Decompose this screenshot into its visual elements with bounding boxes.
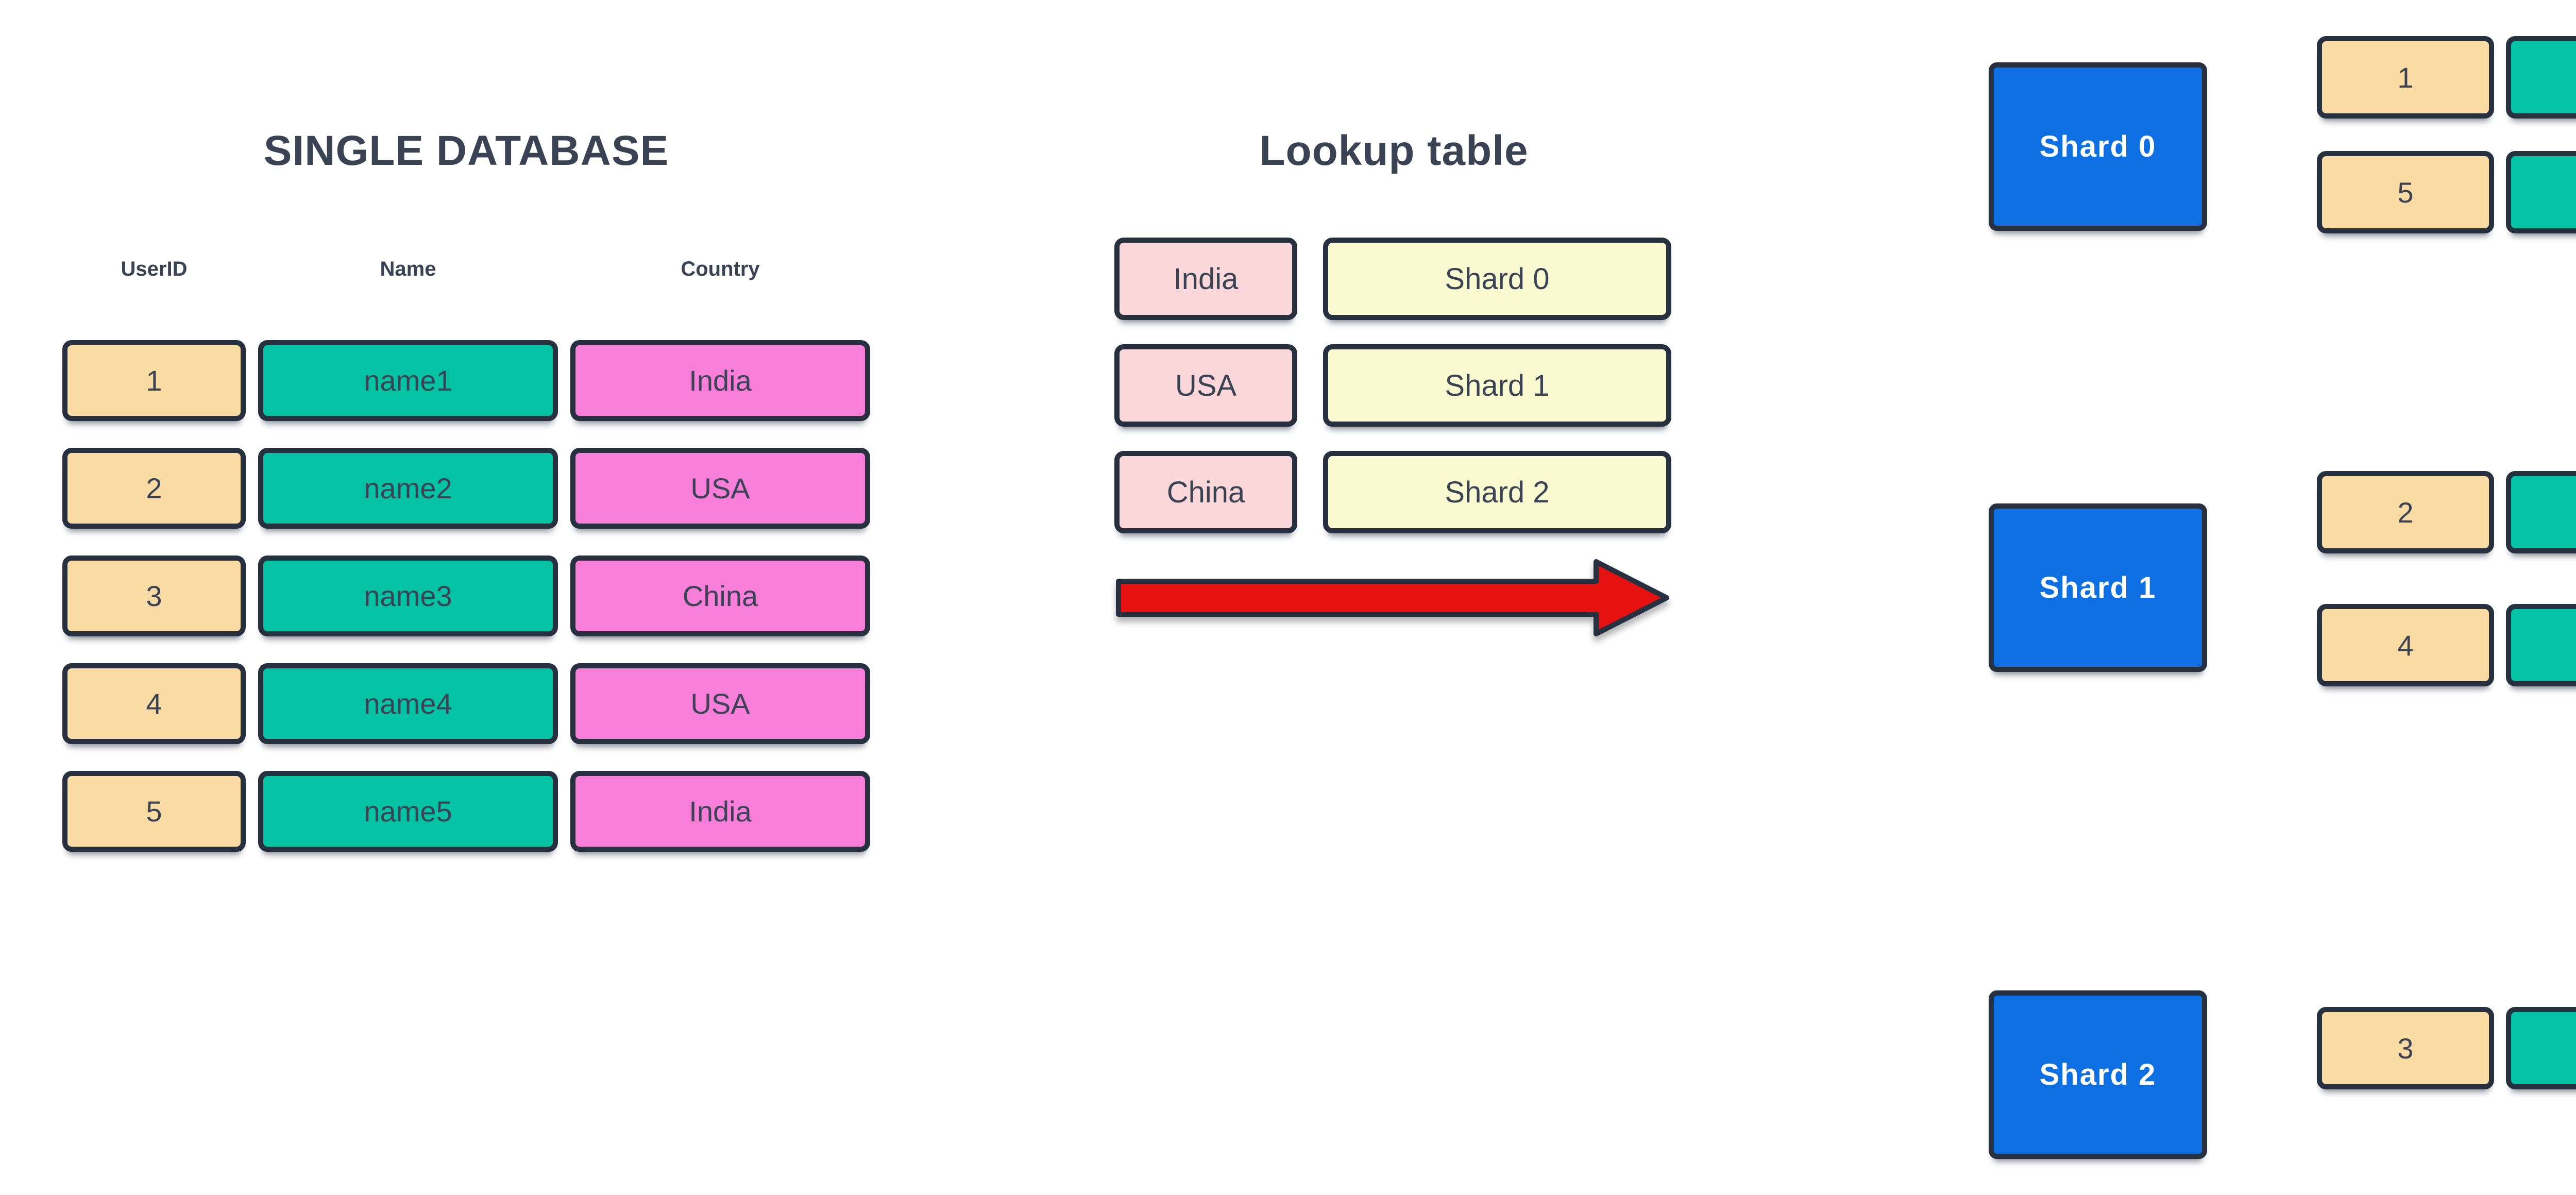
userid-cell: 1 xyxy=(62,340,246,421)
shard-0-box: Shard 0 xyxy=(1989,62,2207,231)
name-cell: name1 xyxy=(258,340,558,421)
country-cell: India xyxy=(570,340,870,421)
shard-1-box: Shard 1 xyxy=(1989,503,2207,672)
name-cell: name4 xyxy=(2506,604,2576,686)
shard-1-label: Shard 1 xyxy=(2039,571,2157,604)
country-cell: India xyxy=(570,771,870,852)
country-cell: China xyxy=(570,556,870,636)
userid-cell: 5 xyxy=(62,771,246,852)
red-arrow-right-icon xyxy=(1114,557,1673,639)
name-cell: name1 xyxy=(2506,36,2576,119)
column-header-country: Country xyxy=(681,258,760,280)
name-cell: name3 xyxy=(258,556,558,636)
single-database-header-row: UserID Name Country xyxy=(62,258,870,281)
lookup-table-title: Lookup table xyxy=(1259,127,1529,174)
lookup-country-cell: China xyxy=(1114,451,1297,533)
lookup-country-cell: India xyxy=(1114,238,1297,320)
lookup-shard-cell: Shard 0 xyxy=(1323,238,1671,320)
userid-cell: 3 xyxy=(2317,1007,2494,1089)
name-cell: name2 xyxy=(258,448,558,529)
userid-cell: 1 xyxy=(2317,36,2494,119)
lookup-country-cell: USA xyxy=(1114,344,1297,427)
lookup-shard-cell: Shard 1 xyxy=(1323,344,1671,427)
name-cell: name5 xyxy=(2506,151,2576,233)
shard-2-box: Shard 2 xyxy=(1989,990,2207,1159)
single-database-title: SINGLE DATABASE xyxy=(263,127,669,174)
userid-cell: 5 xyxy=(2317,151,2494,233)
userid-cell: 4 xyxy=(2317,604,2494,686)
country-cell: USA xyxy=(570,448,870,529)
name-cell: name3 xyxy=(2506,1007,2576,1089)
name-cell: name5 xyxy=(258,771,558,852)
country-cell: USA xyxy=(570,663,870,744)
userid-cell: 3 xyxy=(62,556,246,636)
userid-cell: 4 xyxy=(62,663,246,744)
name-cell: name2 xyxy=(2506,471,2576,553)
userid-cell: 2 xyxy=(62,448,246,529)
userid-cell: 2 xyxy=(2317,471,2494,553)
shard-2-label: Shard 2 xyxy=(2039,1058,2157,1091)
lookup-shard-cell: Shard 2 xyxy=(1323,451,1671,533)
lookup-table: India Shard 0 USA Shard 1 China Shard 2 xyxy=(1114,238,1671,533)
shard-0-label: Shard 0 xyxy=(2039,130,2157,163)
column-header-userid: UserID xyxy=(121,258,188,280)
column-header-name: Name xyxy=(380,258,436,280)
name-cell: name4 xyxy=(258,663,558,744)
